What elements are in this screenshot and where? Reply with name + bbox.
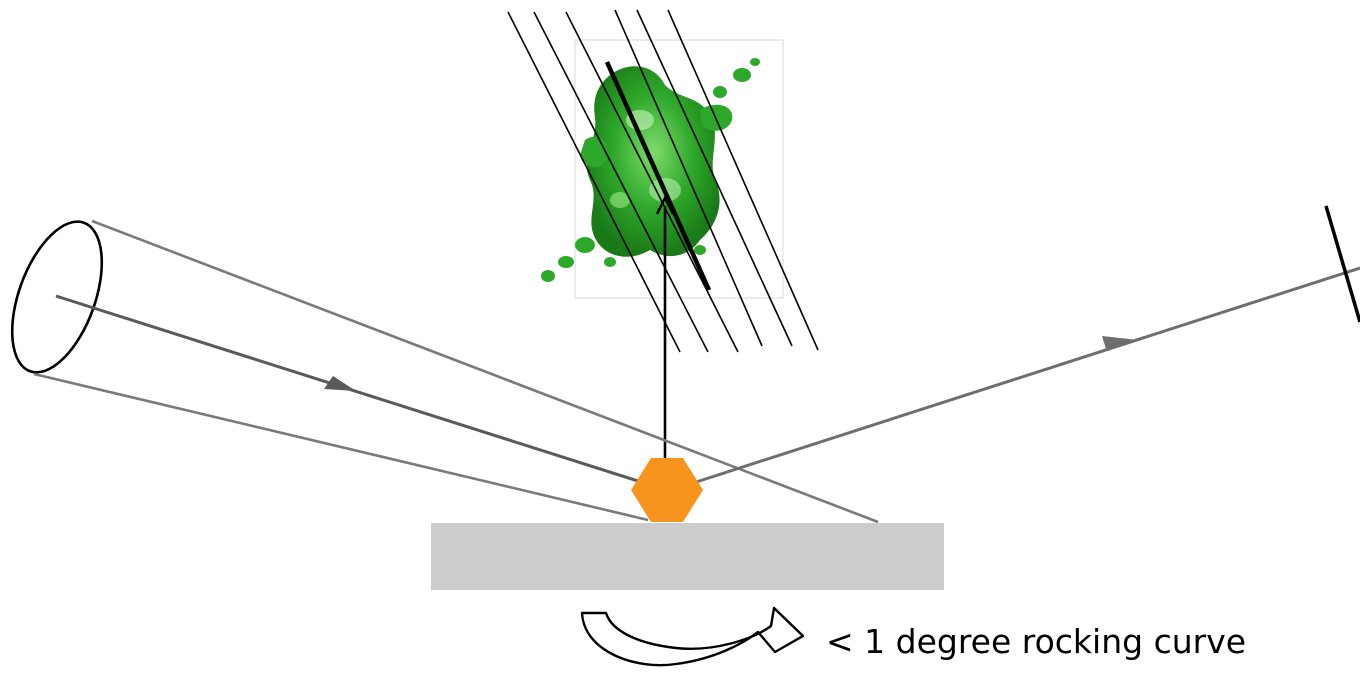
incident-arrowhead-icon	[324, 376, 356, 391]
beam-aperture	[10, 220, 104, 374]
crystal-orientation-line	[604, 61, 712, 291]
detector	[1324, 205, 1360, 323]
beam-direction-arrowhead-icon	[1102, 336, 1138, 349]
incident-beam	[10, 219, 879, 524]
diffracted-beam	[689, 205, 1360, 486]
rocking-curve-caption: < 1 degree rocking curve	[826, 622, 1246, 661]
curved-rotation-arrow-icon	[580, 606, 805, 667]
reconstruction-frame	[574, 39, 784, 299]
fringe-lines	[507, 9, 819, 353]
crystal-hexagon	[631, 458, 703, 522]
substrate	[431, 523, 944, 590]
scattering-vector-arrow	[655, 195, 675, 478]
